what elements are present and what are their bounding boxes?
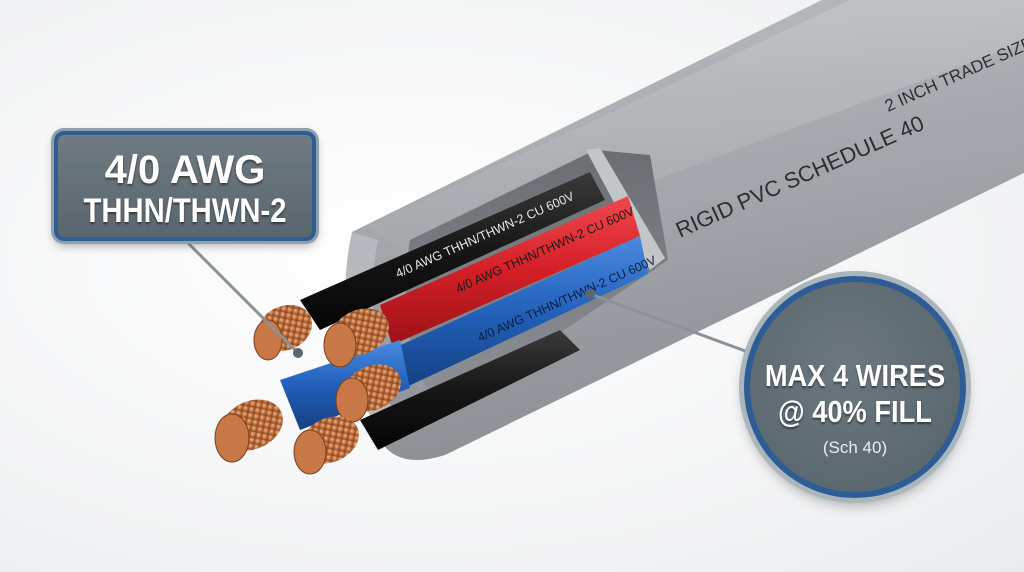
black-wire-bottom <box>360 330 580 450</box>
conduit-fill-callout: MAX 4 WIRES @ 40% FILL (Sch 40) <box>744 276 966 498</box>
copper-conductor-5 <box>293 416 359 475</box>
wire-gauge-text: 4/0 AWG <box>104 148 266 192</box>
wire-label-leader <box>183 238 300 355</box>
copper-conductor-3 <box>335 364 401 423</box>
wire-type-text: THHN/THWN-2 <box>83 192 287 230</box>
red-wire <box>380 196 640 345</box>
fill-percent-text: @ 40% FILL <box>778 394 932 429</box>
wire-label-leader-dot <box>293 348 303 358</box>
black-wire-top <box>300 172 605 330</box>
schedule-text: (Sch 40) <box>822 438 888 457</box>
copper-conductor-4 <box>214 399 283 463</box>
fill-label-leader-dot <box>585 289 595 299</box>
copper-conductor-2 <box>323 308 389 368</box>
wire-spec-callout: 4/0 AWG THHN/THWN-2 <box>54 131 316 241</box>
fill-label-leader <box>589 292 749 354</box>
max-wires-text: MAX 4 WIRES <box>764 358 946 393</box>
